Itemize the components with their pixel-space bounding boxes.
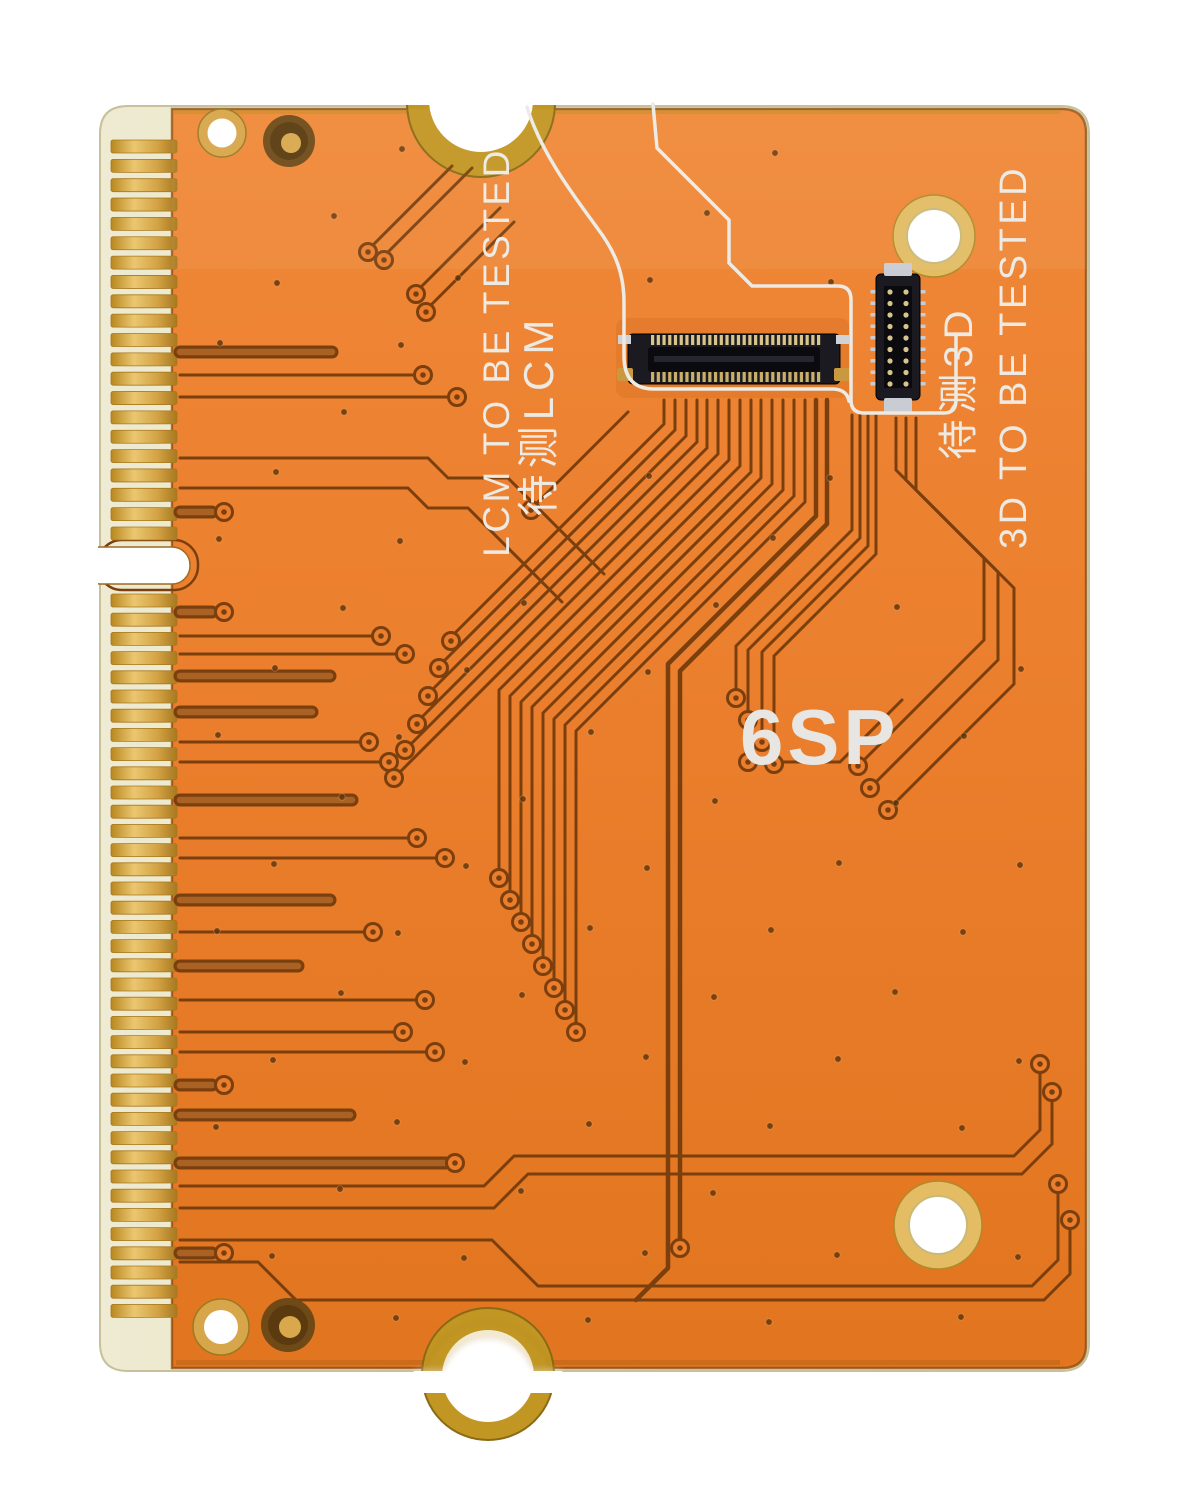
model-label: 6SP (740, 693, 899, 781)
screw-hole-bottom-right (893, 1180, 983, 1270)
light-sheen (172, 109, 1086, 269)
top-alignment-notch (398, 0, 564, 178)
lcm-connector-pins (651, 335, 821, 382)
screw-hole-bottom-left (192, 1298, 250, 1356)
silkscreen-line-right (651, 102, 958, 415)
test-pads (214, 242, 1080, 1263)
fiducial-pad-bottom-left (261, 1298, 315, 1352)
lcm-label-en: LCM TO BE TESTED (476, 147, 517, 557)
threed-label-en: 3D TO BE TESTED (993, 165, 1035, 549)
fiducial-pad-top-left (263, 115, 315, 167)
screw-hole-top-right (892, 194, 976, 278)
silkscreen-outlines (525, 102, 958, 415)
lcm-connector (616, 318, 850, 398)
threed-label-cn: 待测3D (937, 304, 981, 459)
solder-mask (170, 107, 1088, 1370)
pcb-board: LCM TO BE TESTED 待测LCM 3D TO BE TESTED 待… (60, 0, 1090, 1441)
screw-hole-top-left (197, 108, 247, 158)
left-edge-notch (60, 538, 200, 592)
copper-traces (173, 164, 1072, 1303)
lcm-label-cn: 待测LCM (515, 314, 562, 517)
top-edge-gold-strip (174, 110, 1060, 114)
threed-connector (870, 263, 926, 413)
via-dots (212, 145, 1025, 1326)
bottom-edge-shade (176, 1360, 1060, 1365)
silkscreen-line-left (525, 105, 851, 403)
gold-edge-fingers (110, 139, 178, 1318)
threed-connector-pins (870, 289, 926, 387)
